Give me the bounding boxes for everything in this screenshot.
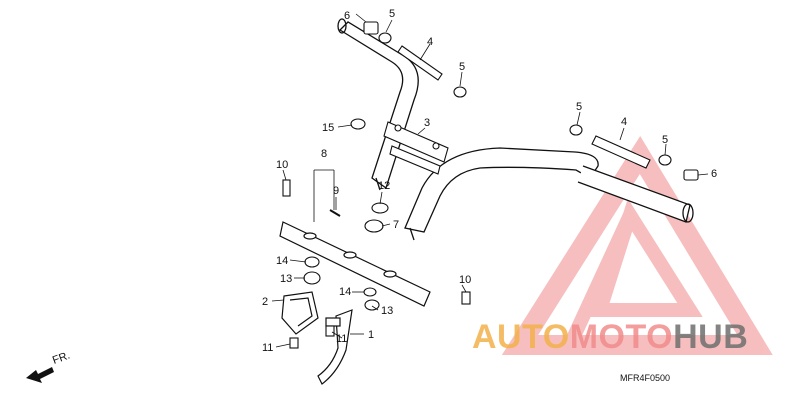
lower-bracket-2: [281, 291, 319, 335]
watermark-logo: [501, 135, 773, 355]
callout-14b: 14: [339, 286, 351, 298]
callout-2: 2: [262, 296, 268, 308]
callout-10b: 10: [459, 274, 471, 286]
callout-labels: 6 5 4 5 3 15 10 8 9 12 7 14 13 10 14 2 1…: [262, 8, 717, 354]
callout-9: 9: [333, 185, 339, 197]
watermark-hub: HUB: [673, 318, 748, 356]
callout-11b: 11: [336, 333, 347, 345]
lower-bracket-1: [317, 309, 353, 385]
callout-5c: 5: [576, 101, 582, 113]
callout-13b: 13: [381, 305, 393, 317]
callout-5b: 5: [459, 61, 465, 73]
figure-code: MFR4F0500: [620, 373, 670, 383]
watermark-moto: MOTO: [570, 318, 673, 356]
callout-4b: 4: [621, 116, 627, 128]
watermark-auto: AUTO: [472, 318, 570, 356]
callout-10a: 10: [276, 159, 288, 171]
holder-base: [279, 221, 431, 307]
svg-text:AUTOMOTOHUB: AUTOMOTOHUB: [472, 318, 748, 356]
callout-6b: 6: [711, 168, 717, 180]
callout-15: 15: [322, 122, 334, 134]
callout-3: 3: [424, 117, 430, 129]
handlebar: [337, 18, 694, 241]
watermark-brand: AUTOMOTOHUB: [472, 318, 748, 356]
callout-12: 12: [378, 180, 390, 192]
callout-1: 1: [368, 329, 374, 341]
front-direction-label: FR.: [51, 349, 72, 366]
callout-5a: 5: [389, 8, 395, 20]
callout-6a: 6: [344, 10, 350, 22]
callout-14a: 14: [276, 255, 288, 267]
callout-13a: 13: [280, 273, 292, 285]
callout-4a: 4: [427, 36, 433, 48]
callout-11a: 11: [262, 342, 273, 354]
callout-5d: 5: [662, 134, 668, 146]
hardware: [282, 21, 699, 349]
front-arrow: FR.: [26, 349, 72, 383]
crossbar: [383, 121, 449, 175]
callout-8: 8: [321, 148, 327, 160]
callout-7: 7: [393, 219, 399, 231]
leader-lines: [271, 13, 709, 348]
